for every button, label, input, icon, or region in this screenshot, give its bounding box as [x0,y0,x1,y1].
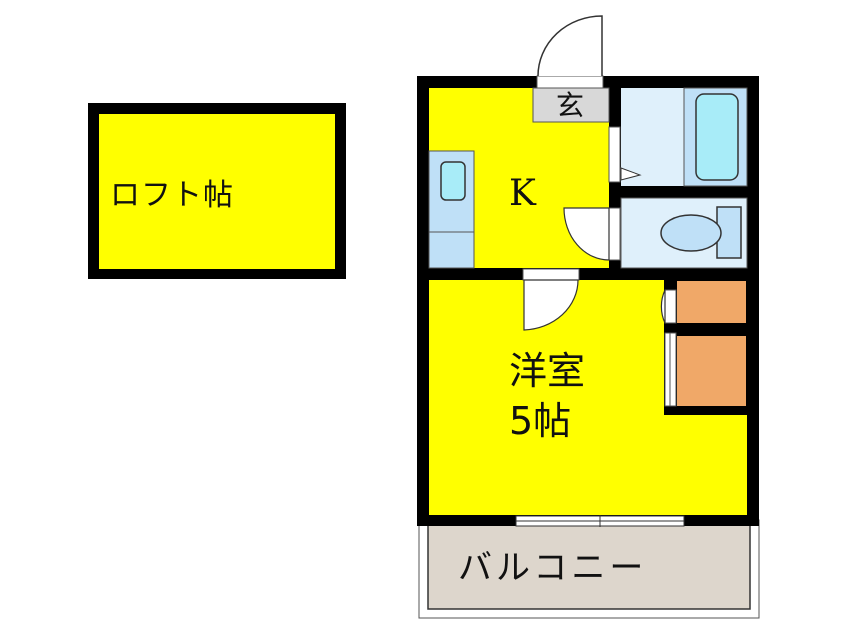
western-room-size: 5帖 [509,399,572,443]
bathroom [620,87,748,187]
storage-2 [677,336,746,406]
storage-1 [677,281,746,323]
toilet-room [620,197,748,269]
balcony-label: バルコニー [458,548,648,588]
toilet-icon [660,214,722,252]
western-room-label: 洋室 [509,349,586,393]
balcony-window [515,515,685,527]
kitchen-label: K [509,173,536,214]
loft-label: ロフト帖 [110,178,234,213]
loft [88,103,346,279]
sink-icon [440,161,466,201]
genkan-label: 玄 [556,89,585,122]
bathtub-icon [695,93,739,181]
entrance-door [536,15,604,89]
kitchen-counter [428,150,475,269]
balcony [418,519,760,619]
